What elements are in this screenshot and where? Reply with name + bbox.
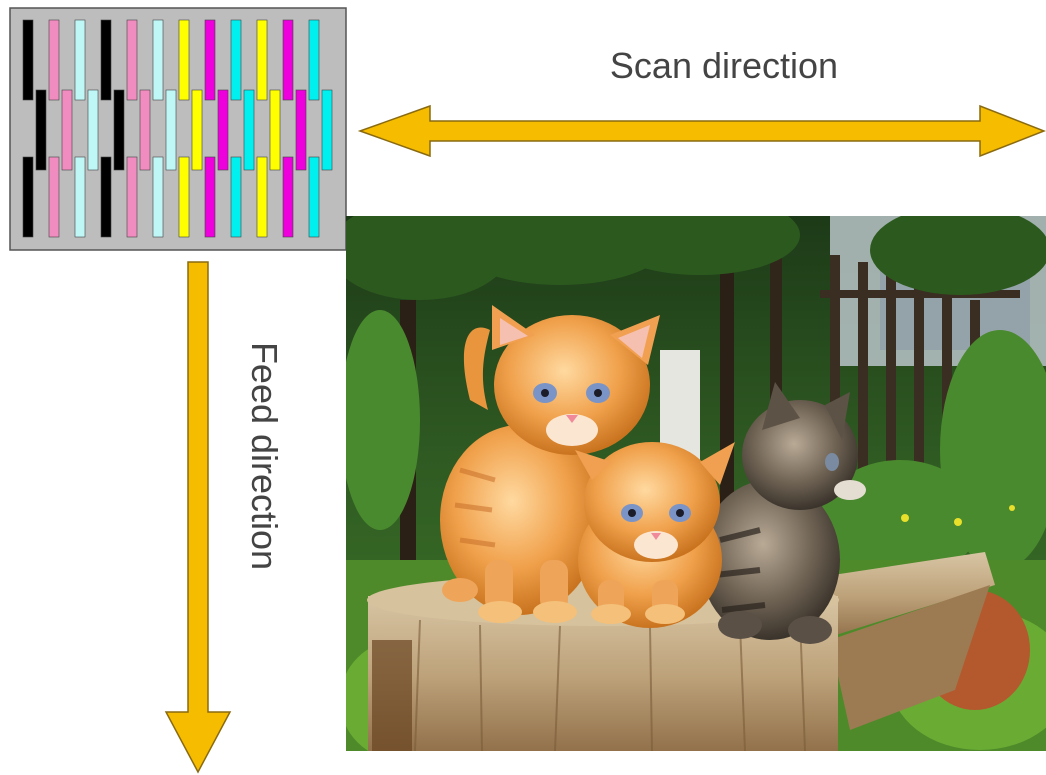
nozzle-pink	[126, 19, 138, 101]
scan-direction-label: Scan direction	[610, 45, 838, 86]
nozzle-magenta	[217, 89, 229, 171]
nozzle-yellow	[256, 156, 268, 238]
nozzle-black	[100, 19, 112, 101]
nozzle-yellow	[178, 19, 190, 101]
scan-direction-arrow	[357, 104, 1046, 158]
orange-kitten-small	[575, 442, 735, 628]
nozzle-light-cyan	[74, 156, 86, 238]
nozzle-magenta	[295, 89, 307, 171]
nozzle-light-cyan	[74, 19, 86, 101]
nozzle-black	[35, 89, 47, 171]
printhead	[9, 7, 347, 251]
nozzle-magenta	[204, 19, 216, 101]
nozzle-yellow	[191, 89, 203, 171]
nozzle-cyan	[243, 89, 255, 171]
feed-direction-label: Feed direction	[244, 342, 285, 570]
nozzle-light-cyan	[152, 19, 164, 101]
nozzle-black	[113, 89, 125, 171]
nozzle-cyan	[230, 19, 242, 101]
nozzle-magenta	[282, 19, 294, 101]
nozzle-yellow	[256, 19, 268, 101]
orange-kitten-large	[440, 305, 660, 623]
nozzle-pink	[48, 156, 60, 238]
nozzle-pink	[139, 89, 151, 171]
nozzle-yellow	[178, 156, 190, 238]
nozzle-light-cyan	[165, 89, 177, 171]
nozzle-light-cyan	[87, 89, 99, 171]
nozzle-black	[100, 156, 112, 238]
printhead-body	[9, 7, 347, 251]
nozzle-pink	[126, 156, 138, 238]
nozzle-magenta	[282, 156, 294, 238]
nozzle-cyan	[230, 156, 242, 238]
nozzle-black	[22, 19, 34, 101]
nozzle-yellow	[269, 89, 281, 171]
nozzle-magenta	[204, 156, 216, 238]
feed-direction-arrow	[164, 261, 232, 774]
tabby-kitten	[700, 382, 866, 644]
printhead-nozzles	[22, 19, 333, 238]
nozzle-cyan	[321, 89, 333, 171]
nozzle-cyan	[308, 19, 320, 101]
nozzle-black	[22, 156, 34, 238]
nozzle-pink	[61, 89, 73, 171]
kittens-photo	[346, 216, 1046, 751]
nozzle-light-cyan	[152, 156, 164, 238]
nozzle-cyan	[308, 156, 320, 238]
nozzle-pink	[48, 19, 60, 101]
